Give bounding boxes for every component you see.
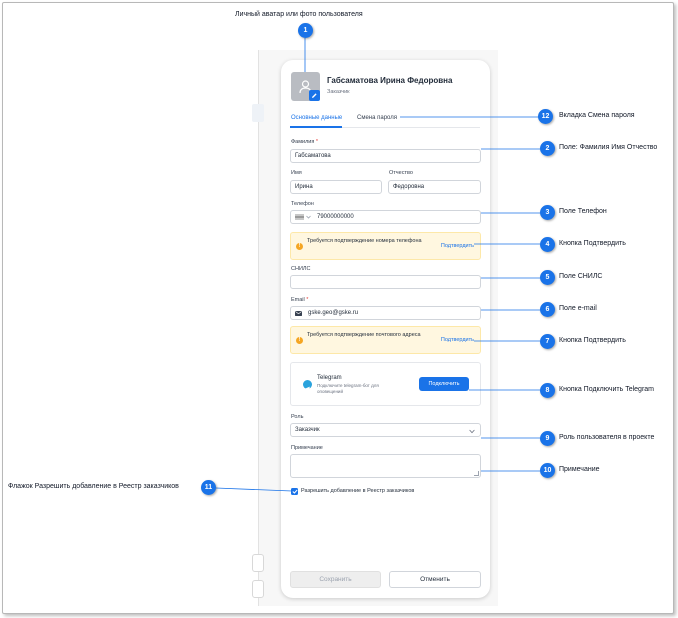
firstname-label: Имя — [291, 170, 302, 176]
callout-12-badge: 12 — [538, 109, 553, 124]
callout-11-badge: 11 — [201, 480, 216, 495]
callout-10-badge: 10 — [540, 463, 555, 478]
note-label: Примечание — [291, 445, 323, 451]
role-select[interactable]: Заказчик — [290, 423, 481, 437]
phone-warning-banner: ! Требуется подтверждение номера телефон… — [290, 232, 481, 260]
tab-password-change[interactable]: Смена пароля — [357, 115, 397, 121]
email-input[interactable]: gske.geo@gske.ru — [290, 306, 481, 320]
callout-1-text: Личный аватар или фото пользователя — [235, 11, 363, 18]
avatar-edit-button[interactable] — [309, 90, 320, 101]
phone-warning-text: Требуется подтверждение номера телефона — [307, 238, 422, 244]
snils-label: СНИЛС — [291, 266, 311, 272]
callout-9-text: Роль пользователя в проекте — [559, 434, 655, 441]
info-icon: ! — [296, 337, 303, 344]
required-mark: * — [315, 139, 319, 145]
phone-confirm-link[interactable]: Подтвердить — [440, 243, 474, 249]
callout-8-badge: 8 — [540, 383, 555, 398]
telegram-card: Telegram Подключите telegram-бот для опо… — [290, 362, 481, 406]
customer-registry-label: Разрешить добавление в Реестр заказчиков — [301, 488, 415, 494]
callout-9-badge: 9 — [540, 431, 555, 446]
resize-handle[interactable] — [474, 471, 479, 476]
flag-icon — [295, 214, 304, 220]
note-textarea[interactable] — [290, 454, 481, 478]
email-warning-text: Требуется подтверждение почтового адреса — [307, 332, 421, 338]
background-sidebar-item — [252, 104, 264, 122]
telegram-connect-button[interactable]: Подключить — [419, 377, 469, 391]
callout-2-badge: 2 — [540, 141, 555, 156]
chevron-down-icon — [469, 429, 475, 433]
role-label: Роль — [291, 414, 304, 420]
lastname-label: Фамилия * — [291, 139, 318, 145]
callout-11-text: Флажок Разрешить добавление в Реестр зак… — [8, 483, 179, 490]
background-button — [252, 580, 264, 598]
email-warning-banner: ! Требуется подтверждение почтового адре… — [290, 326, 481, 354]
telegram-icon — [303, 380, 312, 391]
required-mark: * — [306, 297, 309, 303]
callout-1-badge: 1 — [298, 23, 313, 38]
telegram-subtitle: Подключите telegram-бот для оповещений — [317, 383, 379, 394]
info-icon: ! — [296, 243, 303, 250]
tab-divider — [290, 127, 480, 128]
callout-7-text: Кнопка Подтвердить — [559, 337, 626, 344]
callout-7-badge: 7 — [540, 334, 555, 349]
callout-3-text: Поле Телефон — [559, 208, 607, 215]
background-button — [252, 554, 264, 572]
lastname-label-text: Фамилия — [291, 139, 315, 145]
user-name: Габсаматова Ирина Федоровна — [327, 76, 453, 85]
firstname-input[interactable]: Ирина — [290, 180, 382, 194]
callout-5-text: Поле СНИЛС — [559, 273, 603, 280]
callout-4-badge: 4 — [540, 237, 555, 252]
callout-10-text: Примечание — [559, 466, 600, 473]
telegram-title: Telegram — [317, 375, 342, 381]
cancel-button[interactable]: Отменить — [389, 571, 481, 588]
save-button[interactable]: Сохранить — [290, 571, 381, 588]
pencil-icon — [312, 93, 317, 98]
check-icon — [291, 489, 298, 494]
envelope-icon — [295, 310, 302, 316]
snils-input[interactable] — [290, 275, 481, 289]
phone-input[interactable]: 79000000000 — [290, 210, 481, 224]
user-role: Заказчик — [327, 89, 350, 95]
tab-main-data[interactable]: Основные данные — [291, 115, 343, 121]
role-value: Заказчик — [295, 427, 320, 433]
phone-label: Телефон — [291, 201, 314, 207]
callout-4-text: Кнопка Подтвердить — [559, 240, 626, 247]
callout-2-text: Поле: Фамилия Имя Отчество — [559, 144, 658, 151]
callout-12-text: Вкладка Смена пароля — [559, 112, 635, 119]
patronymic-input[interactable]: Федоровна — [388, 180, 481, 194]
email-label: Email * — [291, 297, 308, 303]
phone-value: 79000000000 — [317, 214, 354, 220]
chevron-down-icon[interactable] — [306, 215, 311, 219]
email-confirm-link[interactable]: Подтвердить — [440, 337, 474, 343]
callout-8-text: Кнопка Подключить Telegram — [559, 386, 655, 393]
email-value: gske.geo@gske.ru — [308, 310, 359, 316]
callout-5-badge: 5 — [540, 270, 555, 285]
callout-6-badge: 6 — [540, 302, 555, 317]
active-tab-indicator — [290, 126, 342, 128]
lastname-input[interactable]: Габсаматова — [290, 149, 481, 163]
callout-3-badge: 3 — [540, 205, 555, 220]
patronymic-label: Отчество — [389, 170, 413, 176]
email-label-text: Email — [291, 297, 305, 303]
customer-registry-checkbox[interactable] — [291, 488, 298, 495]
callout-6-text: Поле e-mail — [559, 305, 597, 312]
